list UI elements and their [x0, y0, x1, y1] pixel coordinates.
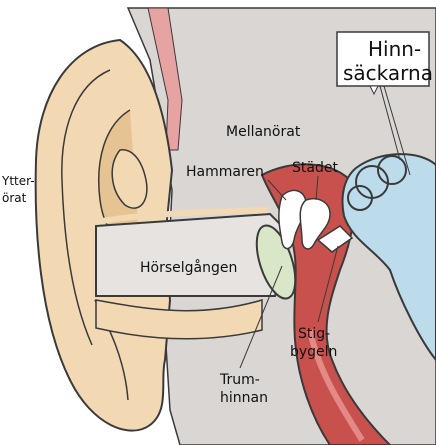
label-stigbygeln-line2: bygeln	[290, 344, 337, 360]
label-hinnsackarna-line1: Hinn-	[368, 37, 421, 61]
label-ytterorat-line1: Ytter-	[1, 174, 35, 188]
label-stigbygeln-line1: Stig-	[298, 326, 330, 342]
label-hinnsackarna-line2: säckarna	[343, 61, 433, 85]
label-trumhinnan-line1: Trum-	[219, 372, 260, 388]
label-horselgangen: Hörselgången	[140, 259, 237, 276]
label-hammaren: Hammaren	[186, 164, 264, 180]
label-mellanorat: Mellanörat	[226, 124, 301, 140]
label-ytterorat-line2: örat	[2, 191, 27, 205]
label-trumhinnan-line2: hinnan	[220, 390, 268, 406]
label-stadet: Städet	[292, 160, 338, 176]
